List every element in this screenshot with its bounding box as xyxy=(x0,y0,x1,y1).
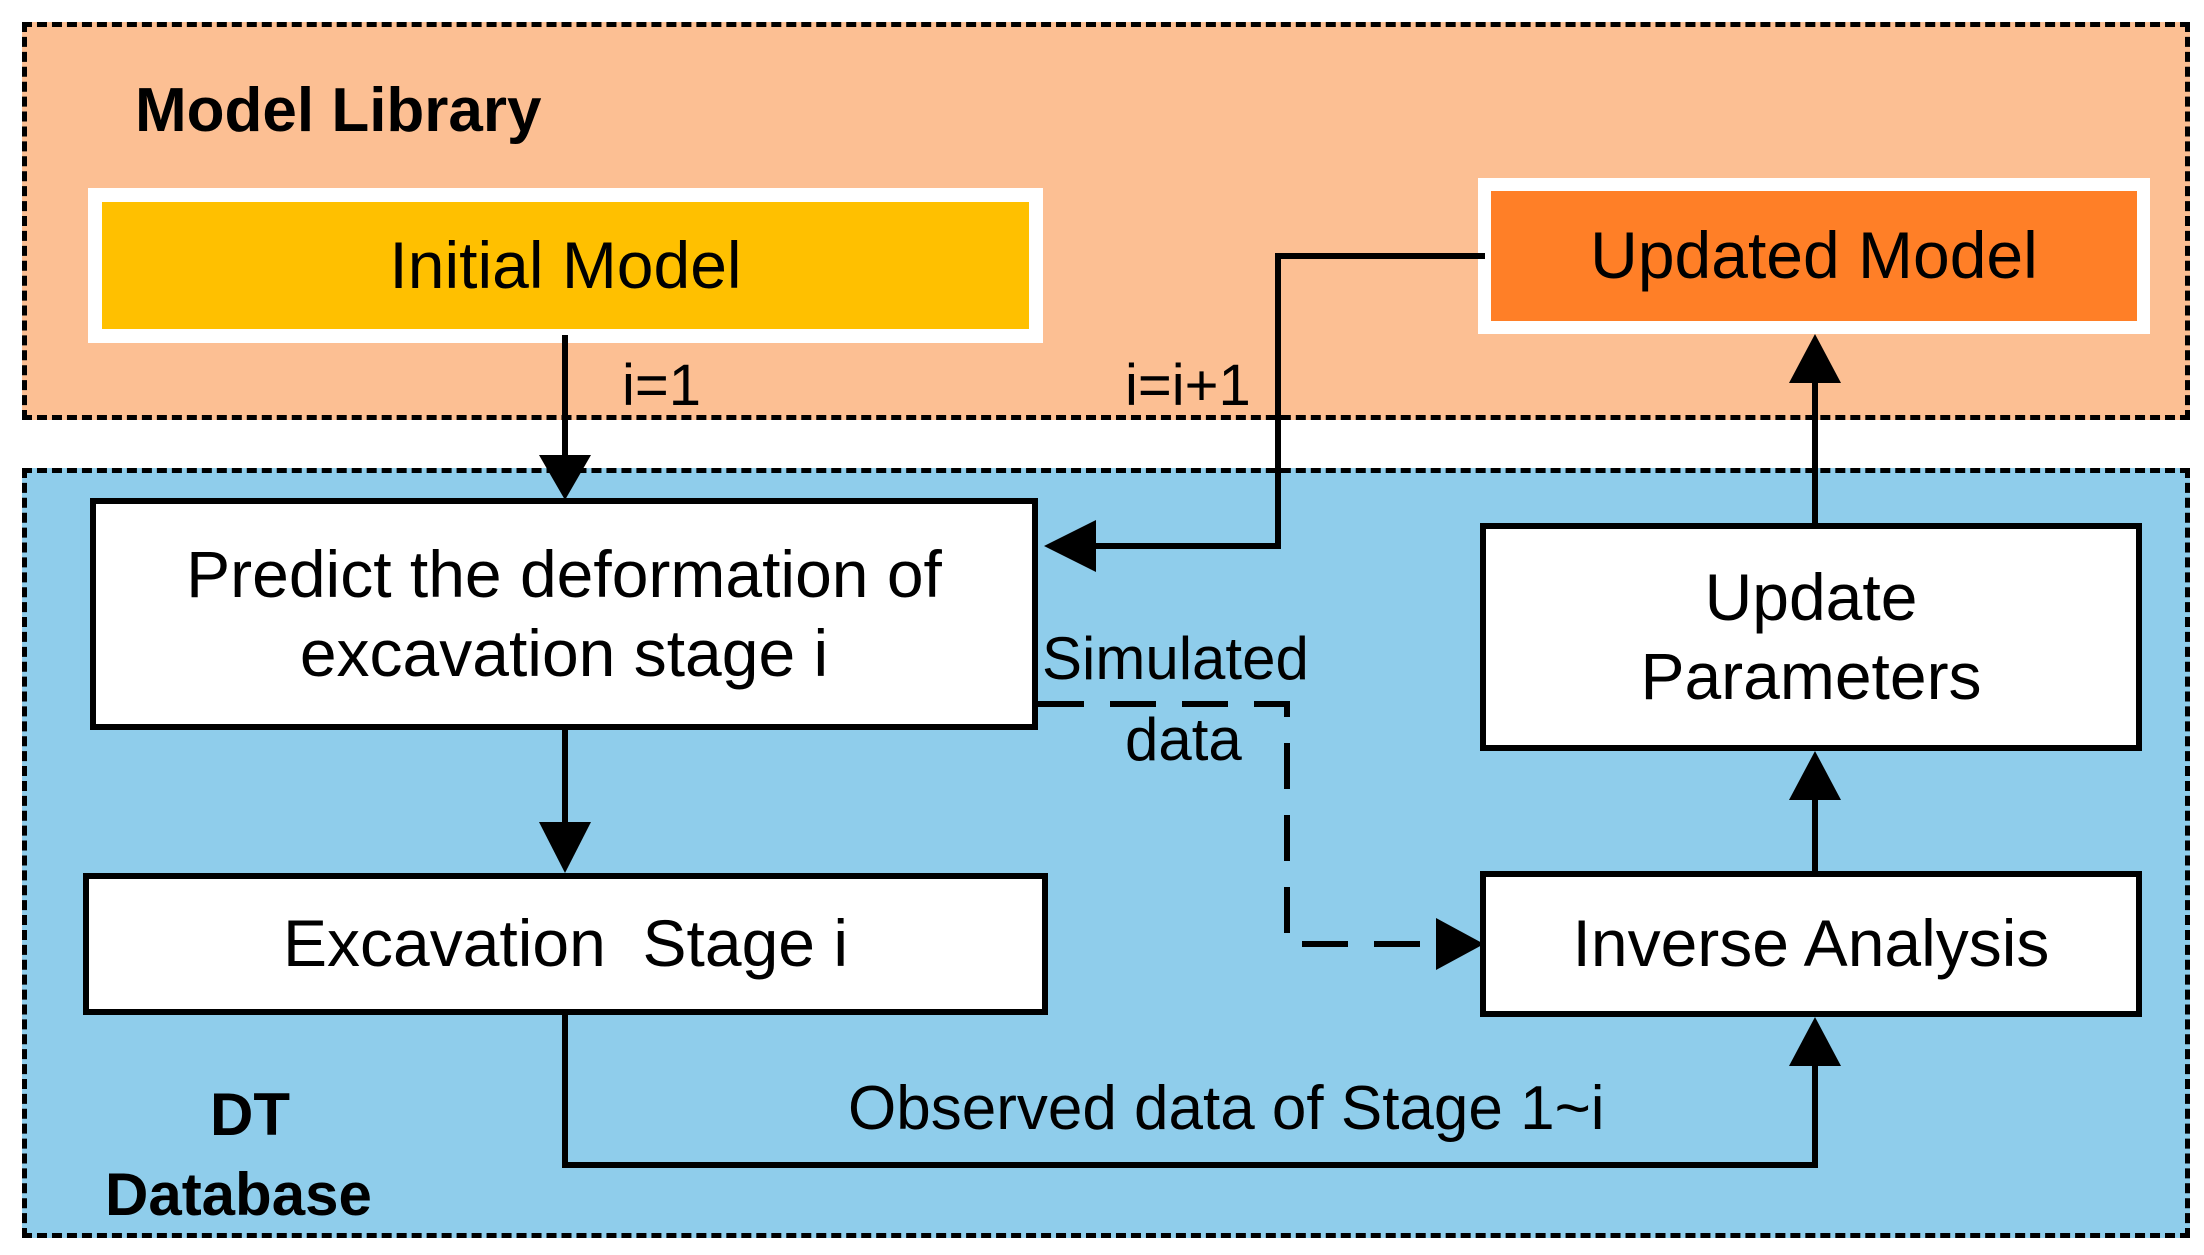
initial-model-label: Initial Model xyxy=(389,227,742,302)
update-parameters-box: Update Parameters xyxy=(1480,523,2142,751)
simulated-data-label-line1: Simulated xyxy=(1042,625,1309,692)
observed-data-label: Observed data of Stage 1~i xyxy=(848,1074,1605,1143)
update-parameters-line1: Update xyxy=(1704,559,1918,634)
arrowhead-observed-data xyxy=(1789,1017,1841,1066)
updated-model-box: Updated Model xyxy=(1491,191,2137,321)
i-increment-label: i=i+1 xyxy=(1125,353,1251,418)
arrowhead-predict-to-excavation xyxy=(539,822,591,873)
arrowhead-updated-to-predict xyxy=(1044,520,1096,572)
arrowhead-simulated-data xyxy=(1436,918,1484,970)
inverse-analysis-box: Inverse Analysis xyxy=(1480,871,2142,1017)
arrowhead-update-to-updated-model xyxy=(1789,334,1841,383)
update-parameters-line2: Parameters xyxy=(1640,639,1982,713)
excavation-stage-box: Excavation Stage i xyxy=(83,873,1048,1015)
dt-database-label-line1: DT xyxy=(210,1081,290,1148)
i-equals-1-label: i=1 xyxy=(622,353,702,418)
excavation-stage-label: Excavation Stage i xyxy=(283,906,848,981)
arrowhead-inverse-to-update xyxy=(1789,751,1841,800)
model-library-label: Model Library xyxy=(135,76,542,145)
predict-label-line1: Predict the deformation of xyxy=(186,536,942,611)
simulated-data-label-line2: data xyxy=(1125,706,1242,773)
predict-label-line2: excavation stage i xyxy=(299,616,829,690)
predict-box: Predict the deformation of excavation st… xyxy=(90,498,1038,730)
dt-database-label-line2: Database xyxy=(105,1161,372,1228)
arrow-simulated-data xyxy=(1038,701,1440,947)
inverse-analysis-label: Inverse Analysis xyxy=(1572,906,2050,981)
updated-model-label: Updated Model xyxy=(1590,218,2038,293)
arrow-observed-data xyxy=(562,1015,1818,1168)
initial-model-box: Initial Model xyxy=(102,202,1029,329)
arrow-updated-to-predict xyxy=(1090,253,1485,549)
arrowhead-initial-to-predict xyxy=(539,455,591,500)
